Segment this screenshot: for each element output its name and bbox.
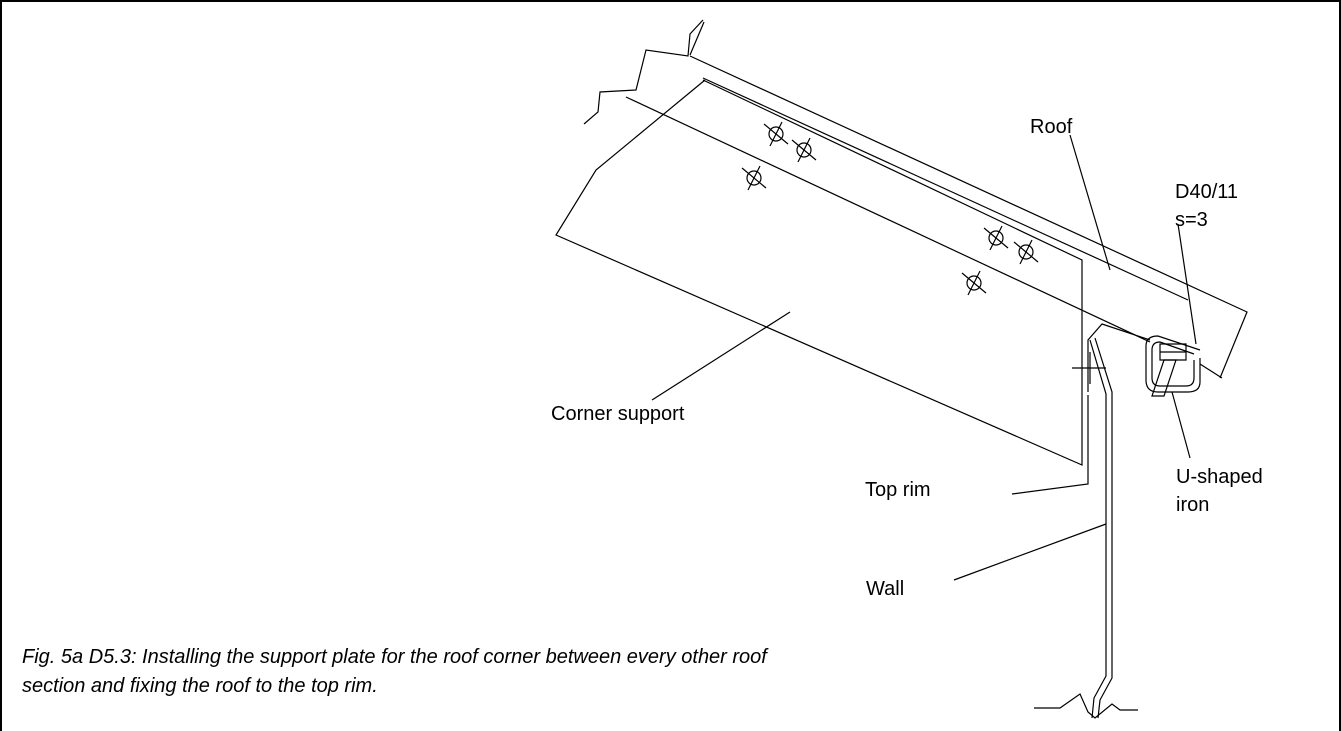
u-shaped-iron-inner (1151, 341, 1195, 387)
corner-support-leader (651, 311, 791, 401)
bolt-shank (1151, 359, 1177, 397)
roof-leader (1069, 134, 1111, 271)
caption-line-1: Fig. 5a D5.3: Installing the support pla… (22, 646, 767, 668)
roof-edge-bottom-end (1199, 363, 1223, 379)
corner-support-plate (555, 79, 1083, 466)
u-iron-leader (1171, 391, 1191, 459)
u-iron-label-line2: iron (1176, 494, 1209, 516)
top-rim-profile (1087, 323, 1151, 392)
bolt-thickness-label: s=3 (1175, 209, 1208, 231)
u-iron-label-line1: U-shaped (1176, 466, 1263, 488)
roof-label: Roof (1030, 116, 1073, 138)
figure-caption: Fig. 5a D5.3: Installing the support pla… (22, 643, 882, 701)
wall-profile-outer (1094, 337, 1113, 719)
u-shaped-iron (1145, 335, 1201, 393)
wall-leader (953, 523, 1107, 581)
bolt-spec-label: D40/11 (1175, 181, 1238, 203)
bolt-leader (1177, 223, 1197, 345)
roof-outline (689, 21, 705, 56)
caption-line-2: section and fixing the roof to the top r… (22, 675, 378, 697)
wall-profile-inner (1089, 339, 1107, 719)
roof-broken-end (583, 19, 704, 125)
bolt-head (1159, 343, 1187, 361)
wall-break (1034, 693, 1138, 719)
roof-rib (702, 77, 1189, 301)
bolt-holes (741, 121, 1039, 296)
top-rim-leader (1011, 395, 1089, 495)
roof-edge-bottom (625, 96, 1151, 343)
corner-support-label: Corner support (551, 403, 685, 425)
wall-label: Wall (866, 578, 904, 600)
roof-edge-top (689, 55, 1248, 379)
top-rim-label: Top rim (865, 479, 931, 501)
